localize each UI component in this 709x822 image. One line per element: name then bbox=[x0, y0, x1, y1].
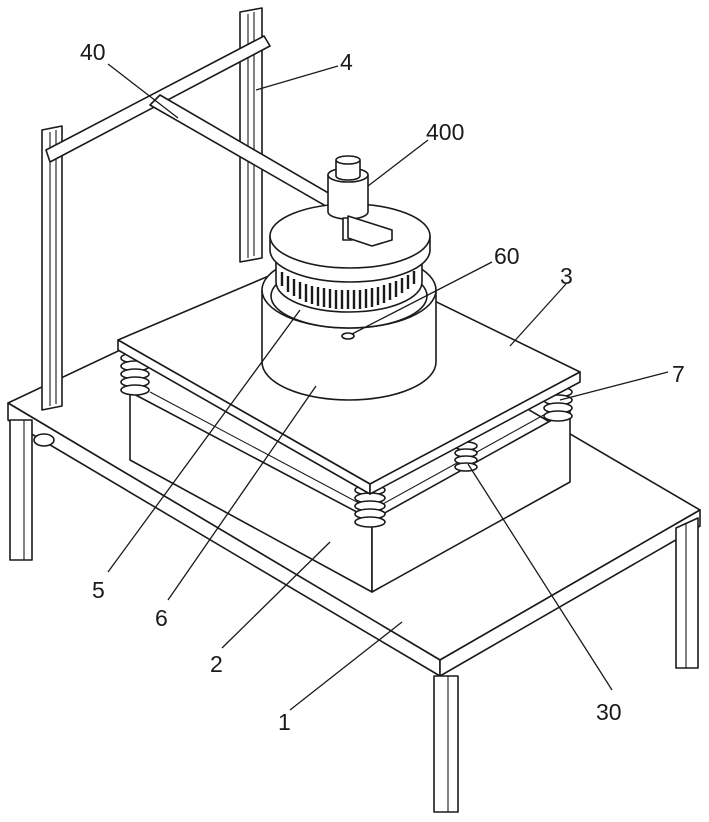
label-40: 40 bbox=[80, 39, 106, 65]
label-400: 400 bbox=[426, 119, 464, 145]
table-leg-right bbox=[676, 518, 698, 668]
leader-3 bbox=[510, 284, 566, 346]
label-4: 4 bbox=[340, 49, 353, 75]
table-leg-left bbox=[10, 420, 32, 560]
label-60: 60 bbox=[494, 243, 520, 269]
label-6: 6 bbox=[155, 605, 168, 631]
label-2: 2 bbox=[210, 651, 223, 677]
left-post bbox=[42, 126, 62, 410]
label-30: 30 bbox=[596, 699, 622, 725]
label-7: 7 bbox=[672, 361, 685, 387]
label-3: 3 bbox=[560, 263, 573, 289]
leader-4 bbox=[256, 66, 338, 90]
label-1: 1 bbox=[278, 709, 291, 735]
leader-400 bbox=[368, 140, 428, 186]
label-5: 5 bbox=[92, 577, 105, 603]
leader-1 bbox=[290, 622, 402, 710]
table-leg-front bbox=[434, 676, 458, 812]
